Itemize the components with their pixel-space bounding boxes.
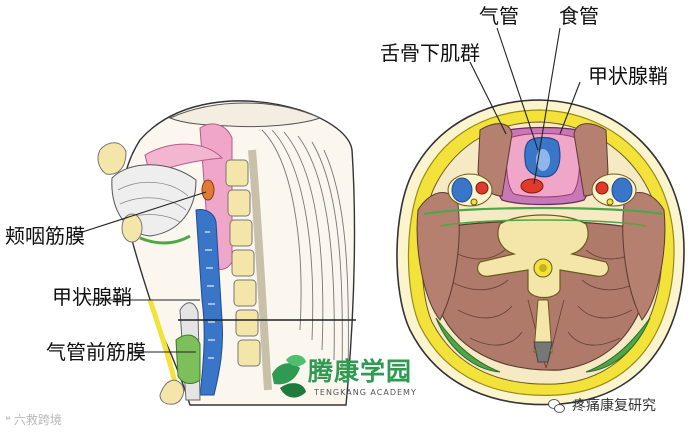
carotid-sheath-left bbox=[448, 174, 492, 206]
academy-logo-name-en: TENGKANG ACADEMY bbox=[314, 389, 417, 397]
carotid-sheath-right bbox=[592, 174, 636, 206]
watermark-left-text: 六救跨境 bbox=[14, 414, 62, 426]
watermark-icon: ❝ bbox=[5, 415, 11, 426]
label-trachea: 气管 bbox=[479, 6, 519, 26]
esophagus-section bbox=[521, 179, 543, 193]
label-carotid-sheath-top: 甲状腺鞘 bbox=[588, 66, 668, 86]
label-buccopharyngeal-fascia: 颊咽筋膜 bbox=[5, 226, 85, 246]
wechat-icon bbox=[548, 399, 566, 413]
label-pretracheal-fascia: 气管前筋膜 bbox=[46, 342, 146, 362]
label-carotid-sheath-left: 甲状腺鞘 bbox=[52, 287, 132, 307]
watermark-right-text: 疼痛康复研究 bbox=[572, 399, 656, 413]
watermark-right: 疼痛康复研究 bbox=[548, 399, 656, 413]
label-esophagus: 食管 bbox=[559, 6, 599, 26]
watermark-left: ❝ 六救跨境 bbox=[5, 414, 62, 426]
label-infrahyoid-muscles: 舌骨下肌群 bbox=[380, 43, 480, 63]
academy-logo-name-cn: 腾康学园 bbox=[308, 359, 412, 384]
